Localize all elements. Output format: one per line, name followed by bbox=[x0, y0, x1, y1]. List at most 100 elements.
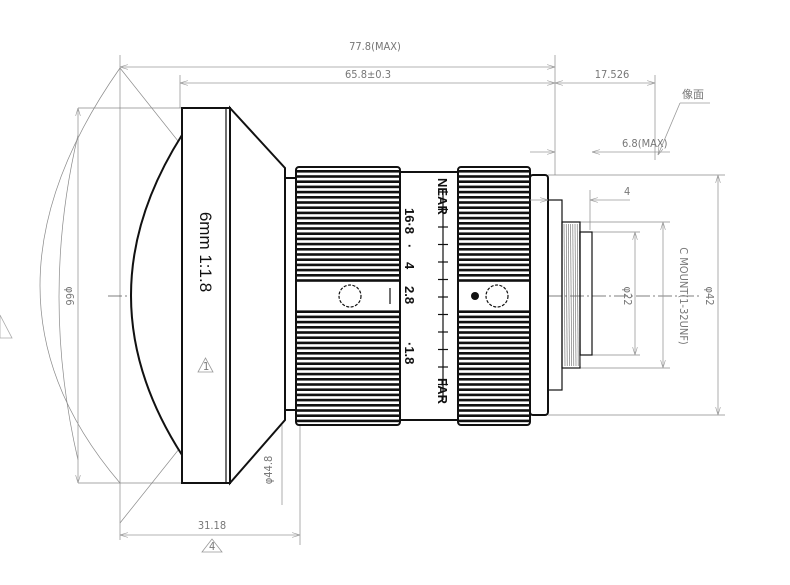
aperture-4: 4 bbox=[402, 262, 417, 270]
knurl-groove bbox=[297, 185, 399, 189]
thread-line bbox=[565, 223, 568, 367]
aperture-1-8: ·1.8 bbox=[402, 342, 417, 364]
knurl-groove bbox=[459, 378, 529, 381]
knurl-groove bbox=[459, 409, 529, 412]
knurl-groove bbox=[297, 310, 399, 313]
knurl-groove bbox=[459, 279, 529, 282]
knurl-groove bbox=[459, 367, 529, 371]
knurl-groove bbox=[459, 388, 529, 391]
knurl-groove bbox=[297, 315, 399, 319]
knurl-groove bbox=[297, 279, 399, 282]
knurl-groove bbox=[297, 248, 399, 251]
knurl-groove bbox=[459, 404, 529, 407]
knurl-groove bbox=[297, 388, 399, 391]
knurl-groove bbox=[297, 383, 399, 386]
knurl-groove bbox=[459, 357, 529, 360]
knurl-groove bbox=[459, 393, 529, 397]
knurl-groove bbox=[459, 190, 529, 194]
knurl-groove bbox=[459, 419, 529, 423]
knurl-groove bbox=[297, 180, 399, 183]
knurl-groove bbox=[459, 372, 529, 376]
knurl-groove bbox=[297, 419, 399, 423]
thread-line bbox=[574, 223, 577, 367]
knurl-groove bbox=[297, 274, 399, 277]
thread-line bbox=[572, 223, 575, 367]
knurl-groove bbox=[297, 357, 399, 360]
knurl-groove bbox=[459, 352, 529, 355]
knurl-groove bbox=[297, 367, 399, 371]
knurl-groove bbox=[297, 170, 399, 173]
knurl-groove bbox=[459, 383, 529, 386]
knurl-groove bbox=[459, 242, 529, 246]
knurl-groove bbox=[459, 222, 529, 225]
lock-screw-icon[interactable] bbox=[485, 284, 509, 308]
knurl-groove bbox=[459, 258, 529, 261]
knurl-groove bbox=[297, 242, 399, 246]
extension-lines bbox=[78, 55, 725, 545]
knurl-groove bbox=[459, 185, 529, 189]
knurl-groove bbox=[297, 196, 399, 199]
knurl-groove bbox=[459, 196, 529, 199]
knurl-groove bbox=[297, 222, 399, 225]
knurl-groove bbox=[297, 341, 399, 345]
dim-front-diameter: φ66 bbox=[63, 286, 76, 305]
dim-rear-protrusion: 6.8(MAX) bbox=[622, 137, 668, 150]
knurl-groove bbox=[459, 206, 529, 209]
knurl-groove bbox=[297, 331, 399, 334]
knurl-groove bbox=[297, 362, 399, 365]
knurl-groove bbox=[459, 263, 529, 267]
note-triangle-icon bbox=[197, 357, 214, 373]
knurl-groove bbox=[459, 336, 529, 339]
lens-label: 6mm 1:1.8 bbox=[196, 212, 215, 292]
knurl-groove bbox=[459, 170, 529, 173]
knurl-groove bbox=[297, 201, 399, 204]
knurl-groove bbox=[459, 211, 529, 215]
knurl-groove bbox=[459, 248, 529, 251]
note-1: 1 bbox=[203, 360, 209, 373]
dim-barrel-diameter: φ44.8 bbox=[262, 456, 275, 485]
knurl-groove bbox=[459, 398, 529, 402]
knurl-groove bbox=[297, 175, 399, 178]
knurl-groove bbox=[297, 404, 399, 407]
knurl-groove bbox=[297, 206, 399, 209]
thread-line bbox=[570, 223, 572, 367]
knurl-groove bbox=[459, 175, 529, 178]
knurl-groove bbox=[297, 372, 399, 376]
dimensions: 77.8(MAX) 65.8±0.3 17.526 像面 6.8(MAX) 4 … bbox=[63, 40, 718, 553]
note-triangle-icon bbox=[201, 538, 223, 553]
knurl-groove bbox=[459, 414, 529, 417]
knurl-groove bbox=[459, 326, 529, 329]
knurl-groove bbox=[297, 352, 399, 355]
knurl-groove bbox=[297, 268, 399, 272]
thread-line bbox=[563, 223, 566, 367]
knurl-groove bbox=[297, 346, 399, 350]
knurl-groove bbox=[459, 346, 529, 350]
aperture-16-8: 16·8 bbox=[402, 208, 417, 234]
knurl-groove bbox=[297, 398, 399, 402]
knurl-groove bbox=[459, 331, 529, 334]
aperture-dot: · bbox=[402, 244, 417, 248]
knurl-groove bbox=[297, 190, 399, 194]
aperture-2-8: 2.8 bbox=[402, 286, 417, 304]
knurl-groove bbox=[297, 216, 399, 220]
knurl-groove bbox=[459, 310, 529, 313]
dim-body-length: 65.8±0.3 bbox=[345, 68, 391, 81]
focus-near-label: NEAR bbox=[435, 178, 450, 215]
knurl-groove bbox=[459, 253, 529, 256]
knurl-groove bbox=[297, 320, 399, 324]
knurl-groove bbox=[459, 268, 529, 272]
dim-flange-distance: 17.526 bbox=[595, 68, 630, 81]
knurl-groove bbox=[297, 409, 399, 412]
knurl-groove bbox=[459, 227, 529, 230]
lock-screw-icon[interactable] bbox=[338, 284, 362, 308]
focus-far-label: FAR bbox=[435, 378, 450, 405]
dim-body-diameter: φ42 bbox=[703, 286, 716, 305]
knurl-groove bbox=[297, 263, 399, 267]
knurl-groove bbox=[459, 232, 529, 235]
knurl-groove bbox=[297, 253, 399, 256]
knurl-groove bbox=[297, 393, 399, 397]
thread-line bbox=[576, 223, 579, 367]
knurl-groove bbox=[459, 274, 529, 277]
knurl-groove bbox=[297, 211, 399, 215]
